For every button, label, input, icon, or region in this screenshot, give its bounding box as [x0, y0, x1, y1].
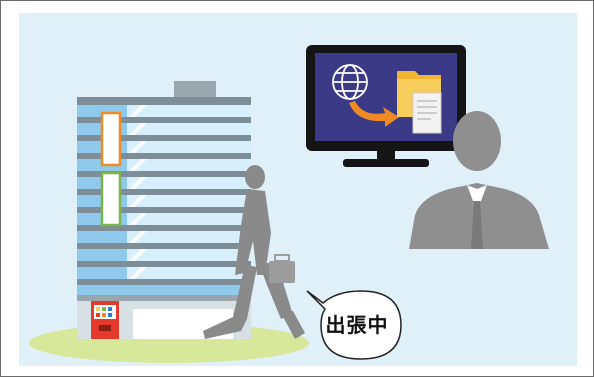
globe-icon — [332, 64, 368, 100]
office-building-icon — [77, 81, 251, 339]
speech-bubble-text: 出張中 — [325, 313, 389, 337]
vending-machine-icon — [91, 301, 119, 339]
monitor-icon — [306, 45, 466, 167]
walking-businessman-icon — [203, 165, 305, 339]
remote-worker-icon — [409, 111, 549, 249]
transfer-arrow-icon — [349, 101, 399, 127]
green-sign — [100, 171, 122, 227]
orange-sign — [100, 111, 122, 167]
speech-bubble — [306, 290, 402, 360]
document-icon — [412, 92, 442, 134]
business-trip-scene — [29, 45, 549, 363]
scene-panel — [19, 13, 577, 366]
